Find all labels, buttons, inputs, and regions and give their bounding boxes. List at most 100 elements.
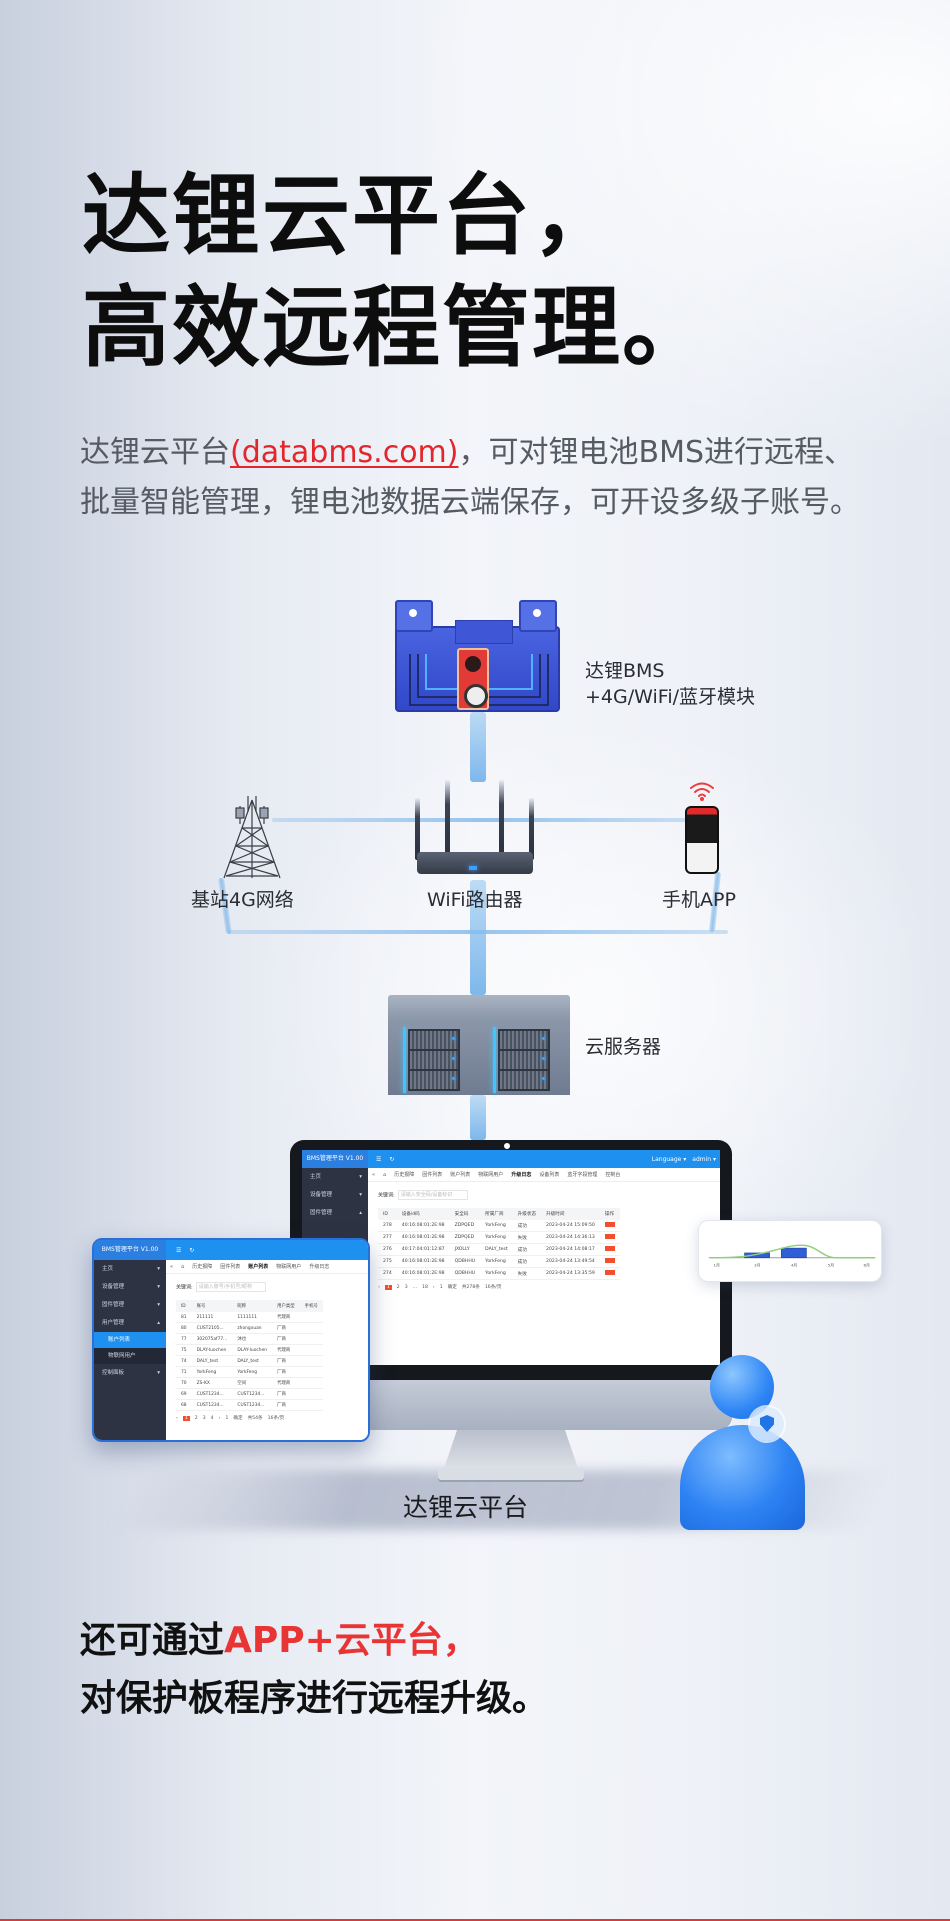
cell: CUST1234...	[232, 1399, 273, 1411]
home-tab-icon[interactable]: ⌂	[181, 1263, 185, 1270]
keyword-filter: 关键词:请输入安全码/设备标识	[368, 1182, 720, 1208]
tab-active[interactable]: 升级日志	[511, 1172, 532, 1178]
sidebar-item-users[interactable]: 用户管理	[94, 1314, 166, 1332]
databms-link[interactable]: (databms.com)	[230, 435, 459, 470]
x-label: 4月	[791, 1262, 797, 1267]
goto-confirm-button[interactable]: 确定	[447, 1285, 457, 1290]
home-tab-icon[interactable]: ⌂	[383, 1171, 387, 1178]
pagination: ‹ 1 2 3 ... 18 › 1 确定 共278条 16条/页	[368, 1280, 720, 1294]
page-size-select[interactable]: 16条/页	[267, 1416, 285, 1421]
delete-button[interactable]	[604, 1258, 615, 1263]
tab[interactable]: 固件列表	[220, 1264, 241, 1270]
sidebar-item-home[interactable]: 主页	[94, 1260, 166, 1278]
menu-toggle-icon[interactable]: ☰	[376, 1155, 382, 1163]
col-header: 升级时间	[541, 1208, 600, 1220]
tab[interactable]: 账户列表	[450, 1172, 471, 1178]
cell: QDBHHU	[449, 1267, 481, 1280]
tab[interactable]: 设备列表	[539, 1172, 560, 1178]
cell: 68	[176, 1399, 192, 1411]
page-button[interactable]: 18	[422, 1284, 428, 1290]
page-size-select[interactable]: 16条/页	[484, 1285, 502, 1290]
delete-button[interactable]	[604, 1270, 615, 1275]
cell: DLAY-luochen	[191, 1344, 233, 1356]
sidebar-item-devices[interactable]: 设备管理	[94, 1278, 166, 1296]
tabs-back-icon[interactable]: «	[170, 1263, 174, 1270]
prev-page-icon[interactable]: ‹	[378, 1284, 380, 1290]
sidebar-sub-account-list[interactable]: 账户列表	[94, 1332, 166, 1348]
delete-button[interactable]	[604, 1246, 615, 1251]
topbar-user[interactable]: admin ▾	[692, 1155, 716, 1163]
cell: 2023-04-24 15:09:50	[541, 1220, 600, 1232]
tabs-back-icon[interactable]: «	[372, 1171, 376, 1178]
page-button[interactable]: 3	[404, 1284, 408, 1290]
intro-text-after: ，可对锂电池BMS进行远程、批量智能管理，锂电池数据云端保存，可开设多级子账号。	[80, 435, 860, 520]
tab[interactable]: 物联网用户	[276, 1264, 302, 1270]
cell: 代理商	[272, 1344, 300, 1356]
next-page-icon[interactable]: ›	[432, 1284, 435, 1290]
tab[interactable]: 控制台	[605, 1172, 621, 1178]
cell: 厂商	[272, 1333, 300, 1345]
cell: 沐也	[232, 1333, 273, 1345]
next-page-icon[interactable]: ›	[218, 1415, 221, 1421]
goto-confirm-button[interactable]: 确定	[233, 1416, 243, 1421]
refresh-icon[interactable]: ↻	[189, 1246, 195, 1254]
tab[interactable]: 固件列表	[422, 1172, 443, 1178]
cell	[299, 1355, 323, 1367]
keyword-input[interactable]: 请输入账号/手机号/昵称	[195, 1282, 266, 1292]
tab[interactable]: 蓝牙字段管理	[567, 1172, 598, 1178]
tab-active[interactable]: 账户列表	[248, 1264, 269, 1270]
keyword-input[interactable]: 请输入安全码/设备标识	[397, 1190, 468, 1200]
sidebar-item-firmware[interactable]: 固件管理	[94, 1296, 166, 1314]
page-headline: 达锂云平台， 高效远程管理。	[82, 160, 712, 384]
sidebar-item-home[interactable]: 主页	[302, 1168, 368, 1186]
page-button[interactable]: 4	[210, 1415, 214, 1421]
sidebar-item-control-panel[interactable]: 控制面板	[94, 1364, 166, 1382]
panel-sidebar: 主页 设备管理 固件管理 用户管理 账户列表 物联网用户 控制面板	[94, 1260, 166, 1440]
sidebar-item-firmware[interactable]: 固件管理	[302, 1204, 368, 1222]
dashboard-topbar: BMS管理平台 V1.00 ☰ ↻ Language ▾ admin ▾	[302, 1150, 720, 1168]
cell: CUST1234...	[191, 1399, 233, 1411]
closing-line-1: 还可通过APP+云平台，	[80, 1612, 548, 1670]
goto-page-input[interactable]: 1	[439, 1284, 443, 1290]
x-label: 6月	[864, 1262, 870, 1267]
battery-bms-illustration	[395, 600, 560, 712]
col-header: 设备id码	[396, 1208, 450, 1220]
cell: DALY_test	[480, 1243, 513, 1256]
delete-button[interactable]	[604, 1234, 615, 1239]
prev-page-icon[interactable]: ‹	[176, 1415, 178, 1421]
tab[interactable]: 历史报障	[192, 1264, 213, 1270]
cell: YorkFeng	[480, 1231, 513, 1244]
tab[interactable]: 升级日志	[309, 1264, 330, 1270]
cell: 成功	[512, 1243, 542, 1256]
cell: 2023-04-24 14:08:17	[541, 1243, 600, 1256]
tab[interactable]: 历史报障	[394, 1172, 415, 1178]
user-shield-icon	[670, 1355, 815, 1530]
sidebar-sub-iot-users[interactable]: 物联网用户	[94, 1348, 166, 1364]
delete-button[interactable]	[604, 1222, 615, 1227]
page-button[interactable]: 3	[202, 1415, 206, 1421]
sidebar-item-devices[interactable]: 设备管理	[302, 1186, 368, 1204]
page-button-current[interactable]: 1	[182, 1415, 190, 1421]
cell: 71	[176, 1366, 192, 1378]
closing-text: 还可通过APP+云平台， 对保护板程序进行远程升级。	[80, 1612, 548, 1728]
wifi-signal-icon	[690, 782, 714, 801]
cell: 277	[378, 1231, 397, 1244]
refresh-icon[interactable]: ↻	[389, 1155, 395, 1163]
page-button[interactable]: 2	[396, 1284, 400, 1290]
page-button-current[interactable]: 1	[384, 1284, 392, 1290]
goto-page-input[interactable]: 1	[225, 1415, 229, 1421]
page-button[interactable]: 2	[194, 1415, 198, 1421]
tab[interactable]: 物联网用户	[478, 1172, 504, 1178]
topbar-language[interactable]: Language ▾	[651, 1155, 687, 1163]
cell	[299, 1366, 323, 1378]
menu-toggle-icon[interactable]: ☰	[176, 1246, 182, 1254]
col-header: 手机号	[299, 1300, 323, 1312]
